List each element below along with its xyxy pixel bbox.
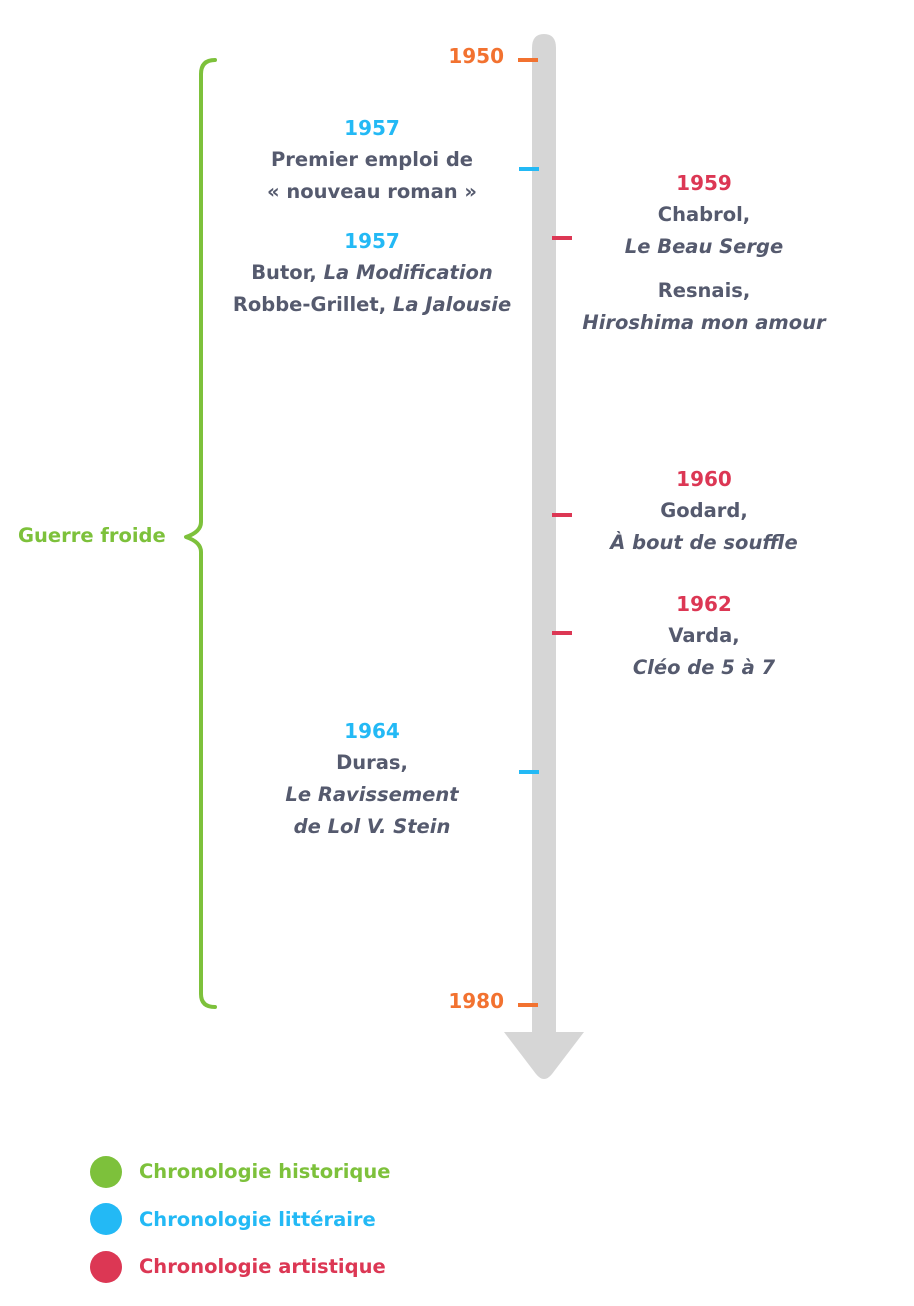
event-text-line: de Lol V. Stein	[285, 811, 458, 843]
event-text-line: À bout de souffle	[610, 527, 798, 559]
event-author: Chabrol,	[657, 203, 751, 226]
event-author: Robbe-Grillet,	[232, 293, 393, 316]
event-title: Le Beau Serge	[624, 235, 784, 258]
period-brace	[184, 58, 217, 1009]
period-label-guerre-froide: Guerre froide	[18, 524, 166, 547]
event-author: Butor,	[251, 261, 324, 284]
legend: Chronologie historique Chronologie litté…	[90, 1148, 390, 1291]
legend-item-litteraire: Chronologie littéraire	[90, 1196, 390, 1244]
event-text-line: Robbe-Grillet, La Jalousie	[233, 289, 511, 321]
event-text-line: Butor, La Modification	[233, 257, 511, 289]
event-author: Duras,	[336, 751, 408, 774]
event-year: 1964	[344, 719, 400, 743]
event-text-line: Cléo de 5 à 7	[633, 652, 775, 684]
event-author: Resnais,	[657, 279, 751, 302]
event-author: « nouveau roman »	[266, 180, 478, 203]
event-year: 1957	[344, 229, 400, 253]
event-title: Le Ravissement	[285, 783, 459, 806]
event-block: Godard, À bout de souffle	[610, 495, 798, 559]
legend-item-historique: Chronologie historique	[90, 1148, 390, 1196]
event-title: de Lol V. Stein	[293, 815, 451, 838]
event-text-line: Duras,	[285, 747, 458, 779]
year-start-label: 1950	[448, 44, 504, 68]
event-title: La Jalousie	[392, 293, 512, 316]
event-text-line: « nouveau roman »	[267, 176, 477, 208]
event-title: À bout de souffle	[610, 531, 798, 554]
event-author: Varda,	[668, 624, 740, 647]
event-text-line: Le Beau Serge	[582, 231, 825, 263]
event-text-line: Varda,	[633, 620, 775, 652]
legend-item-artistique: Chronologie artistique	[90, 1243, 390, 1291]
event-year: 1959	[676, 171, 732, 195]
event-block: Chabrol, Le Beau Serge	[582, 199, 825, 263]
legend-dot-historique	[90, 1155, 122, 1188]
event-year: 1962	[676, 592, 732, 616]
event-title: Hiroshima mon amour	[582, 311, 826, 334]
event-year: 1960	[676, 467, 732, 491]
legend-dot-artistique	[90, 1250, 122, 1283]
event-block: Premier emploi de « nouveau roman »	[267, 144, 477, 208]
event-block: Varda, Cléo de 5 à 7	[633, 620, 775, 684]
event-title: Cléo de 5 à 7	[632, 656, 776, 679]
legend-label-historique: Chronologie historique	[139, 1160, 391, 1184]
legend-label-litteraire: Chronologie littéraire	[139, 1207, 376, 1231]
event-text-line: Le Ravissement	[285, 779, 458, 811]
legend-label-artistique: Chronologie artistique	[139, 1255, 386, 1279]
event-title: La Modification	[323, 261, 493, 284]
event-author: Godard,	[660, 499, 748, 522]
year-end-label: 1980	[448, 989, 504, 1013]
event-block: Resnais, Hiroshima mon amour	[582, 275, 825, 339]
event-text-line: Godard,	[610, 495, 798, 527]
timeline-arrow	[504, 34, 584, 1079]
event-text-line: Chabrol,	[582, 199, 825, 231]
event-block: Duras, Le Ravissement de Lol V. Stein	[285, 747, 458, 843]
event-text-line: Hiroshima mon amour	[582, 307, 825, 339]
event-author: Premier emploi de	[270, 148, 474, 171]
legend-dot-litteraire	[90, 1203, 122, 1236]
event-text-line: Premier emploi de	[267, 144, 477, 176]
event-year: 1957	[344, 116, 400, 140]
event-text-line: Resnais,	[582, 275, 825, 307]
